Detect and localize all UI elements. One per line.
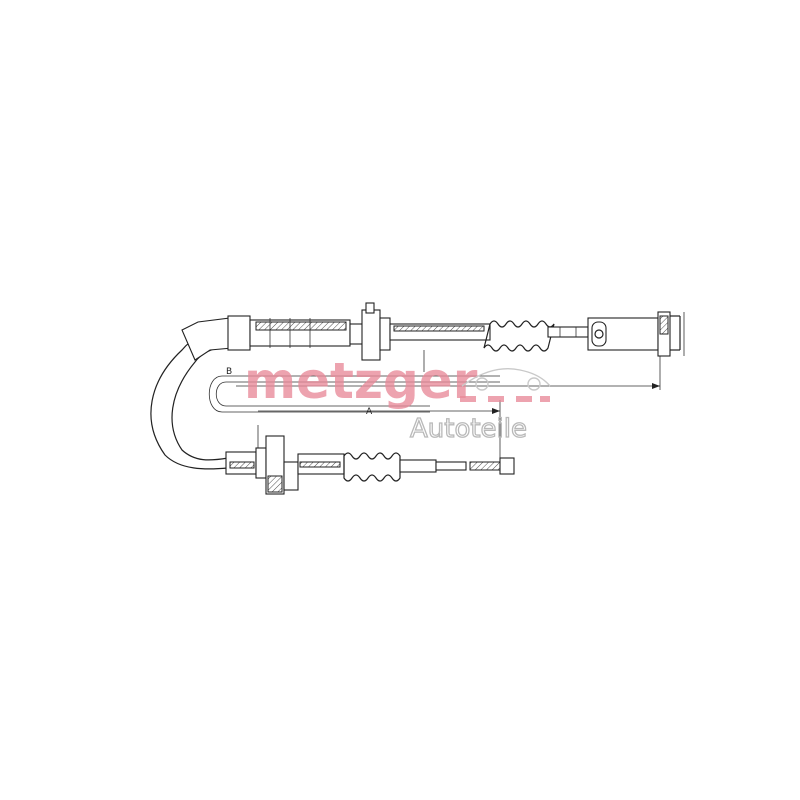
dimension-a-label: A: [366, 407, 373, 417]
inner-cable-loop: [209, 375, 500, 413]
car-outline-icon: [461, 368, 551, 387]
dimension-b-label: B: [226, 367, 232, 377]
lower-cable-end: [225, 435, 515, 495]
upper-cable-end: [227, 302, 589, 361]
watermark: metzger Autoteile: [244, 352, 551, 445]
dimension-a: A: [257, 400, 501, 470]
clevis-fork: [587, 311, 685, 357]
cable-sheath: [150, 317, 233, 470]
watermark-tagline: Autoteile: [410, 414, 527, 444]
watermark-dashes: [460, 396, 550, 402]
watermark-brand: metzger: [244, 352, 478, 410]
